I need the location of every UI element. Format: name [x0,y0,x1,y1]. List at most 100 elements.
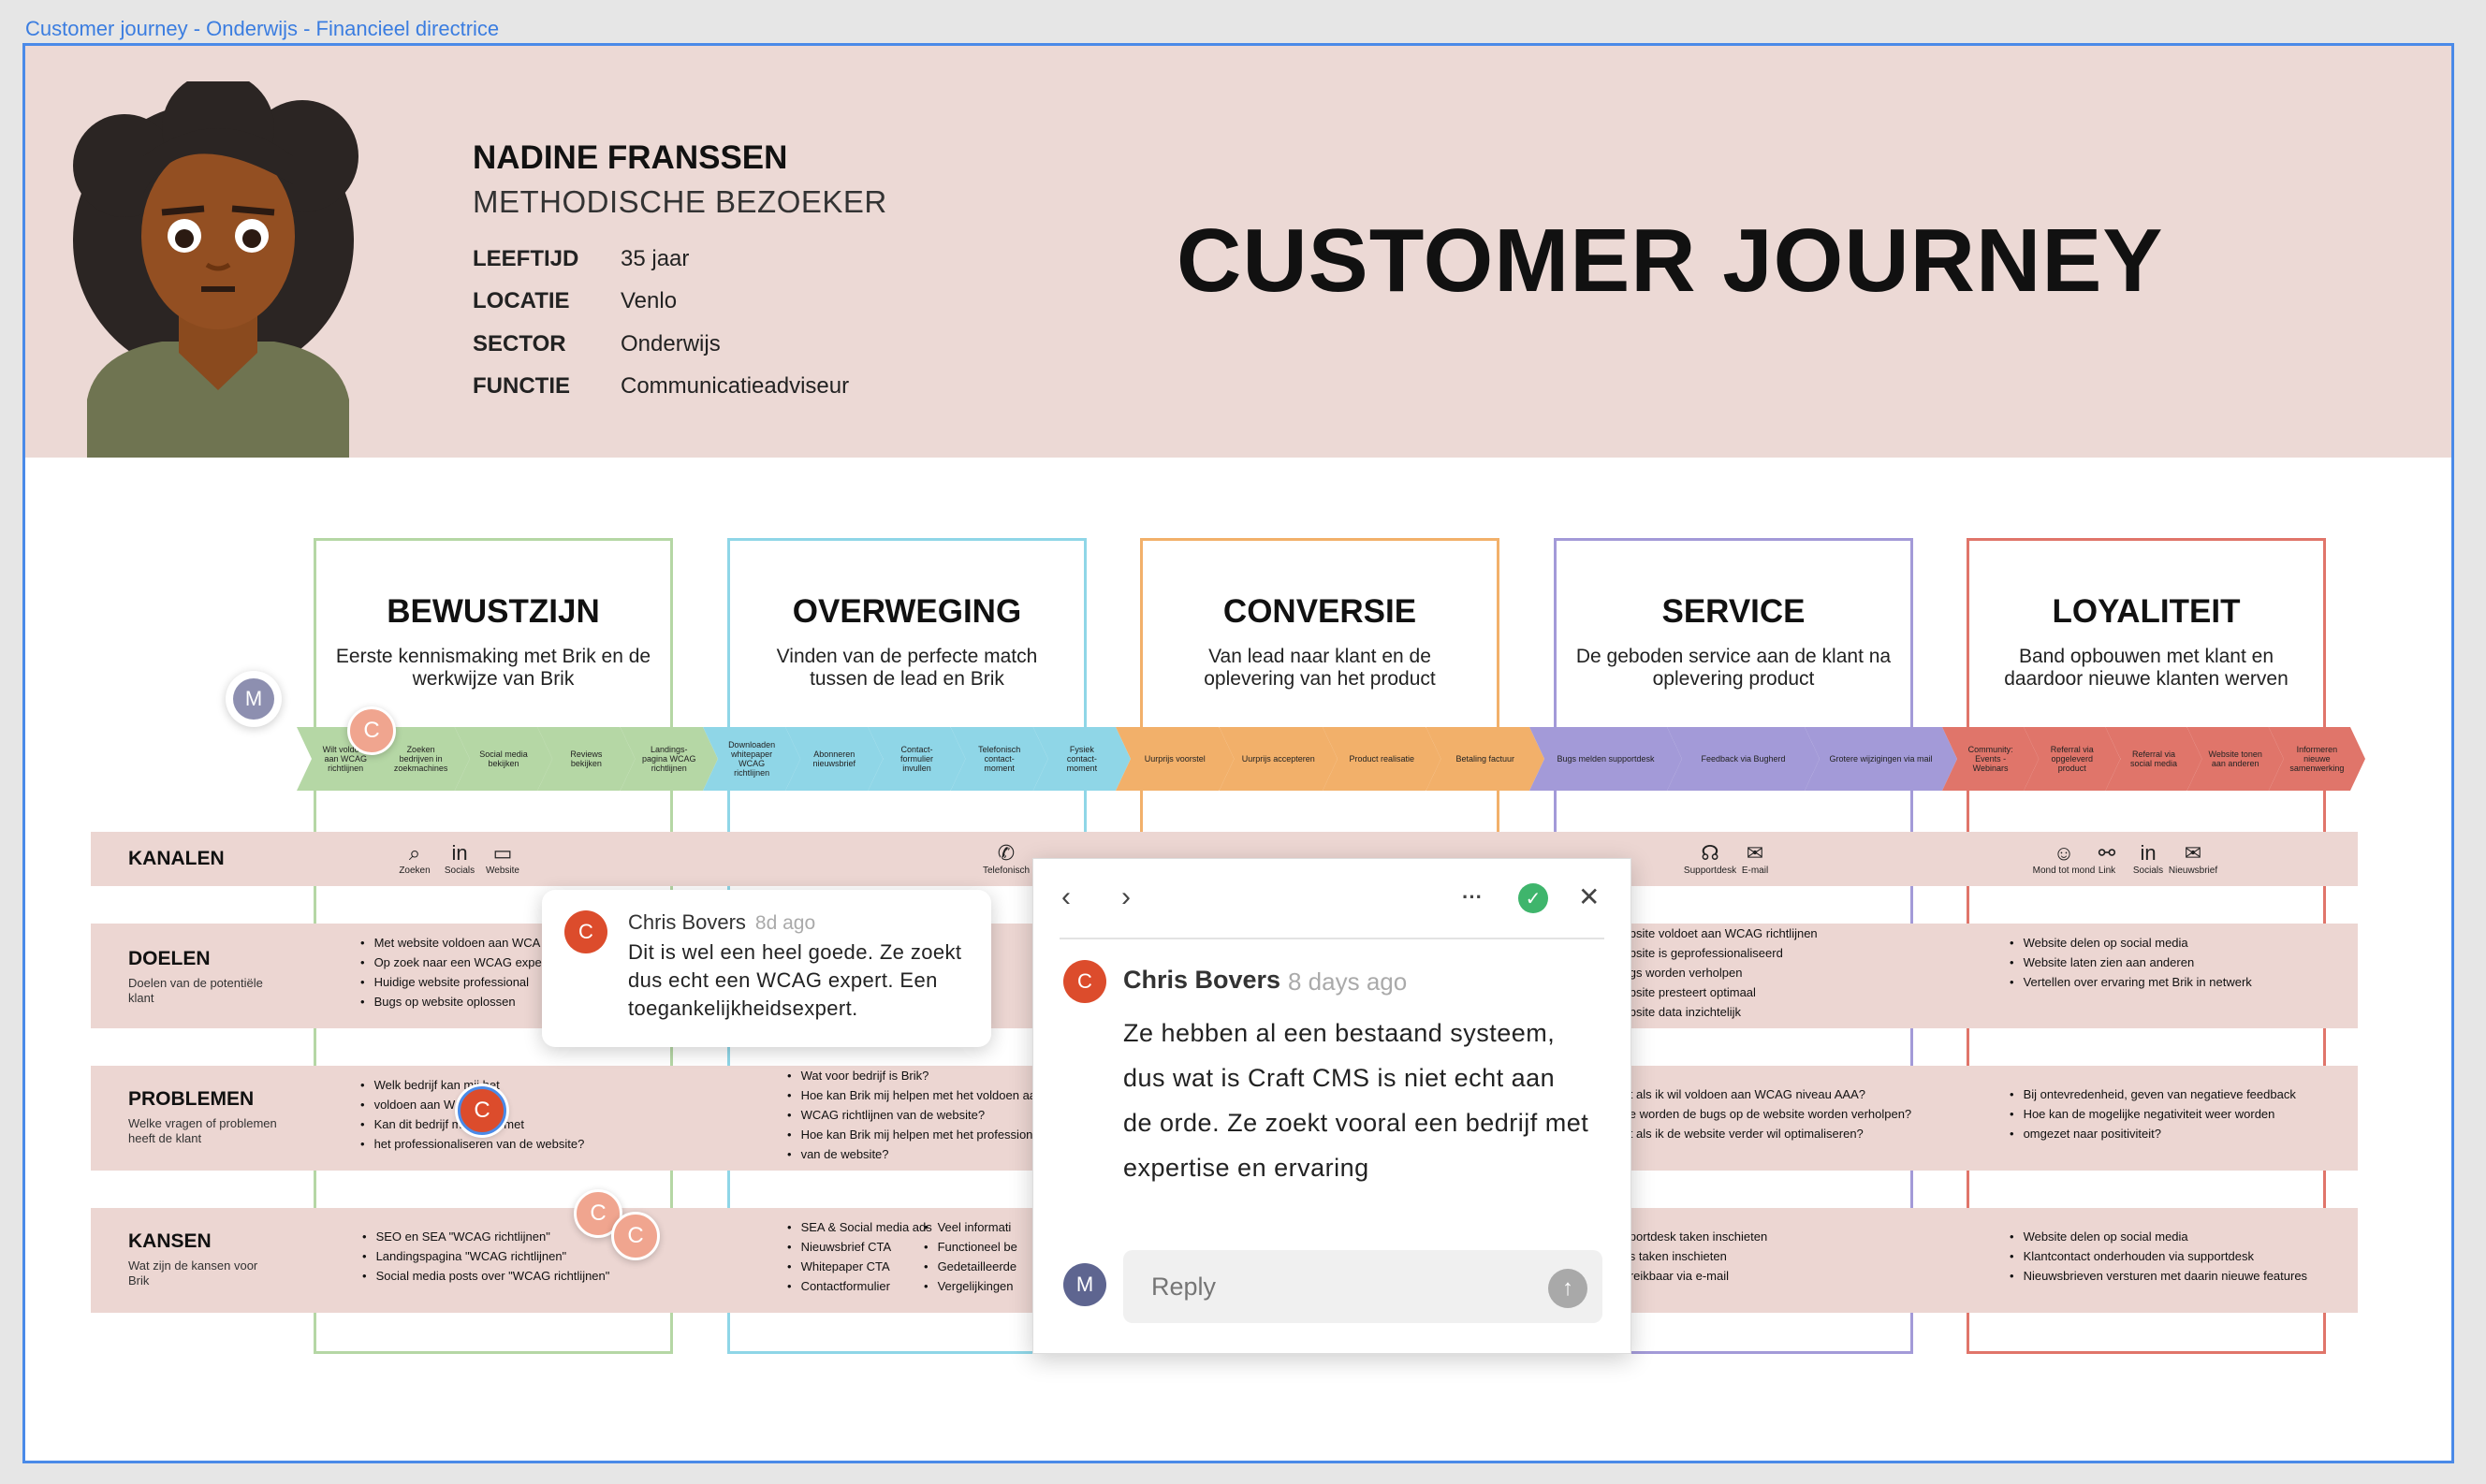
phase-box-overweging[interactable]: OVERWEGING Vinden van de perfecte match … [727,538,1087,1354]
channel-telefonisch: ✆Telefonisch [973,841,1039,876]
resolve-icon[interactable]: ✓ [1518,883,1548,913]
more-icon[interactable]: ··· [1462,885,1483,909]
journey-step[interactable]: Contact-formulier invullen [868,727,965,791]
journey-step[interactable]: Referral via social media [2105,727,2201,791]
channel-label: Telefonisch [982,866,1031,876]
list-item: at als ik de website verder wil optimali… [1609,1124,1911,1143]
list-item: gs taken inschieten [1609,1246,1767,1266]
list-item: van de website? [787,1144,1036,1164]
phase-title: LOYALITEIT [2052,593,2241,630]
reply-input[interactable] [1123,1250,1602,1323]
row-title: KANSEN [128,1230,212,1252]
channel-supportdesk: ☊Supportdesk [1677,841,1743,876]
close-icon[interactable]: ✕ [1578,882,1601,911]
frame-label[interactable]: Customer journey - Onderwijs - Financiee… [25,17,500,40]
list-item: SEO en SEA "WCAG richtlijnen" [362,1227,609,1246]
comment-thread-panel: ‹ › ··· ✓ ✕ C Chris Bovers 8 days ago Ze… [1032,858,1631,1354]
journey-step[interactable]: Telefonisch contact-moment [951,727,1048,791]
journey-step[interactable]: Fysiek contact-moment [1033,727,1131,791]
journey-step[interactable]: Reviews bekijken [537,727,635,791]
list-doelen-bewustzijn: Met website voldoen aan WCAOp zoek naar … [360,933,542,1011]
list-item: SEA & Social media ads [787,1217,932,1237]
journey-step[interactable]: Uurprijs accepteren [1220,727,1338,791]
comment-marker[interactable]: C [611,1212,660,1260]
journey-step[interactable]: Betaling factuur [1426,727,1545,791]
linkedin-icon: in [451,841,468,865]
list-item: Social media posts over "WCAG richtlijne… [362,1266,610,1286]
avatar: M [1063,1263,1106,1306]
send-icon[interactable]: ↑ [1548,1269,1587,1308]
list-item: Contactformulier [787,1276,932,1296]
journey-step[interactable]: Informeren nieuwe samenwerking [2269,727,2365,791]
list-item: Landingspagina "WCAG richtlijnen" [362,1246,609,1266]
phase-box-service[interactable]: SERVICE De geboden service aan de klant … [1554,538,1913,1354]
channel-label: Socials [444,866,475,876]
list-item: Bugs op website oplossen [360,992,542,1011]
comment-marker[interactable]: C [347,706,396,755]
journey-step[interactable]: Bugs melden supportdesk [1529,727,1682,791]
list-item: Wat voor bedrijf is Brik? [787,1066,1036,1085]
journey-step[interactable]: Abonneren nieuwsbrief [785,727,883,791]
phase-desc: Van lead naar klant en de oplevering van… [1204,646,1436,690]
linkedin-icon: in [2140,841,2157,865]
persona-header: NADINE FRANSSEN METHODISCHE BEZOEKER LEE… [25,46,2451,458]
journey-step[interactable]: Social media bekijken [455,727,552,791]
comment-author: Chris Bovers [1123,966,1281,994]
channel-mond-tot-mond: ☺Mond tot mond [2031,841,2097,876]
list-kansen-overweging-b: Veel informatiFunctioneel beGedetailleer… [924,1217,1017,1296]
list-item: oe worden de bugs op de website worden v… [1609,1104,1912,1124]
row-subtitle: Welke vragen of problemen heeft de klant [128,1116,277,1145]
comment-marker-m[interactable]: M [226,671,282,727]
list-item: Bij ontevredenheid, geven van negatieve … [2010,1084,2296,1104]
channel-label: Zoeken [399,866,431,876]
headset-icon: ☊ [1701,841,1719,865]
list-item: Website delen op social media [2010,1227,2307,1246]
journey-step[interactable]: Grotere wijzigingen via mail [1805,727,1957,791]
list-item: ebsite presteert optimaal [1609,982,1818,1002]
phase-desc: Vinden van de perfecte match tussen de l… [776,646,1038,690]
chevron-right-icon[interactable]: › [1121,881,1131,912]
comment-marker-active[interactable]: C [458,1086,506,1135]
list-item: ereikbaar via e-mail [1609,1266,1767,1286]
channel-label: Mond tot mond [2032,866,2096,876]
channel-label: Link [2098,866,2116,876]
list-item: Veel informati [924,1217,1017,1237]
speech-icon: ☺ [2053,841,2075,865]
newsletter-icon: ✉ [2184,841,2202,865]
row-title: KANALEN [128,848,225,869]
list-item: ebsite voldoet aan WCAG richtlijnen [1609,924,1818,943]
list-problemen-overweging: Wat voor bedrijf is Brik?Hoe kan Brik mi… [787,1066,1036,1164]
chevron-left-icon[interactable]: ‹ [1061,881,1071,912]
page-title: CUSTOMER JOURNEY [1177,211,2164,311]
journey-step[interactable]: Community: Events - Webinars [1942,727,2039,791]
list-problemen-loyaliteit: Bij ontevredenheid, geven van negatieve … [2010,1084,2296,1143]
comment-marker[interactable]: C [574,1189,622,1238]
divider [1060,938,1604,939]
channel-website: ▭Website [470,841,535,876]
journey-step[interactable]: Website tonen aan anderen [2187,727,2284,791]
comment-time: 8d ago [754,912,816,934]
phase-title: SERVICE [1661,593,1806,630]
list-item: Whitepaper CTA [787,1257,932,1276]
comment-text: Ze hebben al een bestaand systeem, dus w… [1123,1019,1589,1182]
list-item: WCAG richtlijnen van de website? [787,1105,1036,1125]
journey-step[interactable]: Landings-pagina WCAG richtlijnen [621,727,718,791]
journey-frame: NADINE FRANSSEN METHODISCHE BEZOEKER LEE… [22,43,2454,1463]
journey-step[interactable]: Downloaden whitepaper WCAG richtlijnen [703,727,800,791]
list-doelen-service: ebsite voldoet aan WCAG richtlijnen ebsit… [1609,924,1818,1022]
channel-label: Website [486,866,519,876]
journey-step[interactable]: Product realisatie [1323,727,1441,791]
journey-step[interactable]: Uurprijs voorstel [1116,727,1235,791]
journey-step[interactable]: Feedback via Bugherd [1667,727,1820,791]
list-problemen-service: at als ik wil voldoen aan WCAG niveau AA… [1609,1084,1912,1143]
avatar: M [233,678,274,720]
journey-step[interactable]: Referral via opgeleverd product [2024,727,2120,791]
channel-label: E-mail [1741,866,1769,876]
phase-desc: Band opbouwen met klant en daardoor nieu… [2004,646,2289,690]
phase-title: CONVERSIE [1222,593,1417,630]
